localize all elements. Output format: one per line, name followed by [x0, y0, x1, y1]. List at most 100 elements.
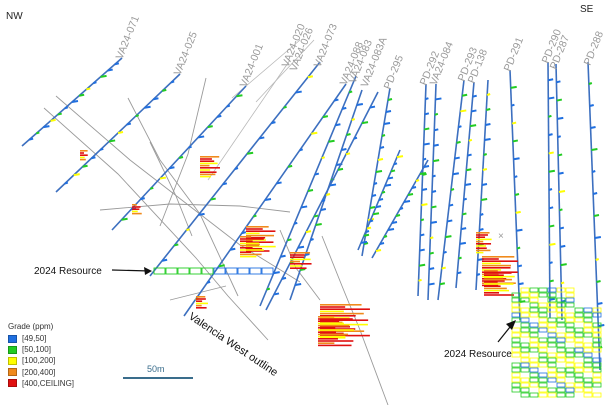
drillhole-label: VA24-001 — [238, 42, 266, 89]
resource-arrow-left — [111, 269, 151, 272]
resource-block — [520, 362, 530, 368]
resource-block — [547, 302, 557, 308]
grade-tick — [458, 125, 462, 129]
outline-line — [149, 141, 193, 237]
grade-tick — [595, 258, 600, 261]
resource-block — [565, 327, 575, 333]
resource-block — [574, 387, 584, 393]
grade-bar — [318, 329, 354, 331]
resource-block — [511, 352, 521, 358]
grade-tick — [384, 183, 392, 187]
grade-bar — [240, 236, 252, 238]
nw-label: NW — [6, 11, 23, 22]
resource-block — [574, 312, 584, 318]
resource-block — [565, 317, 575, 323]
grade-bar — [246, 248, 263, 250]
grade-bar — [318, 342, 335, 344]
grade-bar — [200, 171, 217, 173]
grade-tick — [311, 131, 318, 135]
resource-block — [583, 322, 593, 328]
resource-block — [556, 387, 566, 393]
grade-tick — [439, 282, 446, 286]
grade-tick — [361, 121, 369, 125]
drillhole-trace — [357, 149, 404, 251]
legend-item: [100,200] — [8, 355, 74, 366]
resource-block — [547, 367, 557, 373]
grade-tick — [479, 213, 484, 216]
resource-block — [520, 287, 530, 293]
grade-bar — [200, 164, 210, 167]
resource-block — [529, 327, 539, 333]
grade-tick — [310, 238, 314, 241]
grade-bar — [320, 304, 362, 306]
resource-block — [556, 307, 566, 313]
grade-bar — [484, 270, 498, 272]
outline-line — [279, 229, 321, 301]
grade-tick — [590, 126, 596, 129]
grade-tick — [341, 148, 347, 151]
legend-swatch — [8, 356, 17, 365]
resource-block — [511, 307, 521, 313]
resource-block — [538, 302, 548, 308]
resource-block — [583, 312, 593, 318]
drillhole-trace — [259, 75, 357, 307]
resource-block — [511, 377, 521, 383]
grade-tick — [424, 112, 430, 116]
resource-block — [520, 332, 530, 338]
drillhole-label: VA24-071 — [114, 14, 142, 61]
grade-bar — [484, 283, 514, 285]
grade-tick — [481, 183, 488, 186]
resource-block — [565, 322, 575, 328]
resource-block — [556, 392, 566, 398]
grade-tick — [71, 100, 79, 103]
legend-swatch — [8, 379, 17, 388]
resource-block — [547, 357, 557, 363]
grade-tick — [468, 138, 473, 142]
resource-block — [556, 382, 566, 388]
resource-block — [592, 392, 602, 398]
resource-block — [565, 387, 575, 393]
grade-tick — [35, 131, 40, 135]
grade-tick — [420, 218, 425, 222]
grade-bar — [196, 302, 208, 305]
resource-block — [520, 387, 530, 393]
grade-tick — [421, 188, 428, 191]
grade-tick — [471, 109, 477, 113]
outline-label: Valencia West outline — [186, 311, 280, 380]
grade-tick — [379, 242, 385, 245]
grade-tick — [456, 140, 461, 144]
resource-block — [574, 372, 584, 378]
resource-block — [583, 357, 593, 363]
grade-bar — [240, 240, 253, 242]
grade-bar — [320, 315, 356, 317]
grade-bar — [320, 310, 344, 313]
legend-label: [50,100] — [22, 345, 51, 355]
grade-bar — [476, 232, 490, 234]
resource-block — [520, 322, 530, 328]
grade-tick — [43, 125, 50, 129]
resource-block — [538, 377, 548, 383]
grade-tick — [597, 302, 603, 305]
resource-block — [511, 347, 521, 353]
grade-bar — [318, 333, 349, 336]
grade-tick — [560, 244, 566, 248]
grade-tick — [253, 214, 257, 218]
drillhole-trace — [265, 91, 379, 311]
grade-tick — [479, 228, 484, 231]
grade-tick — [271, 121, 276, 125]
grade-tick — [57, 112, 62, 116]
grade-bar — [484, 292, 500, 294]
resource-block — [574, 332, 584, 338]
resource-block — [556, 317, 566, 323]
resource-block — [556, 352, 566, 358]
grade-bar — [318, 335, 346, 338]
resource-block — [511, 327, 521, 333]
resource-block — [538, 287, 548, 293]
grade-bar — [484, 276, 504, 279]
resource-block — [574, 347, 584, 353]
grade-tick — [351, 118, 356, 121]
grade-tick — [335, 123, 341, 127]
grade-bar — [240, 242, 260, 245]
resource-block — [538, 322, 548, 328]
grade-bar — [320, 334, 370, 337]
